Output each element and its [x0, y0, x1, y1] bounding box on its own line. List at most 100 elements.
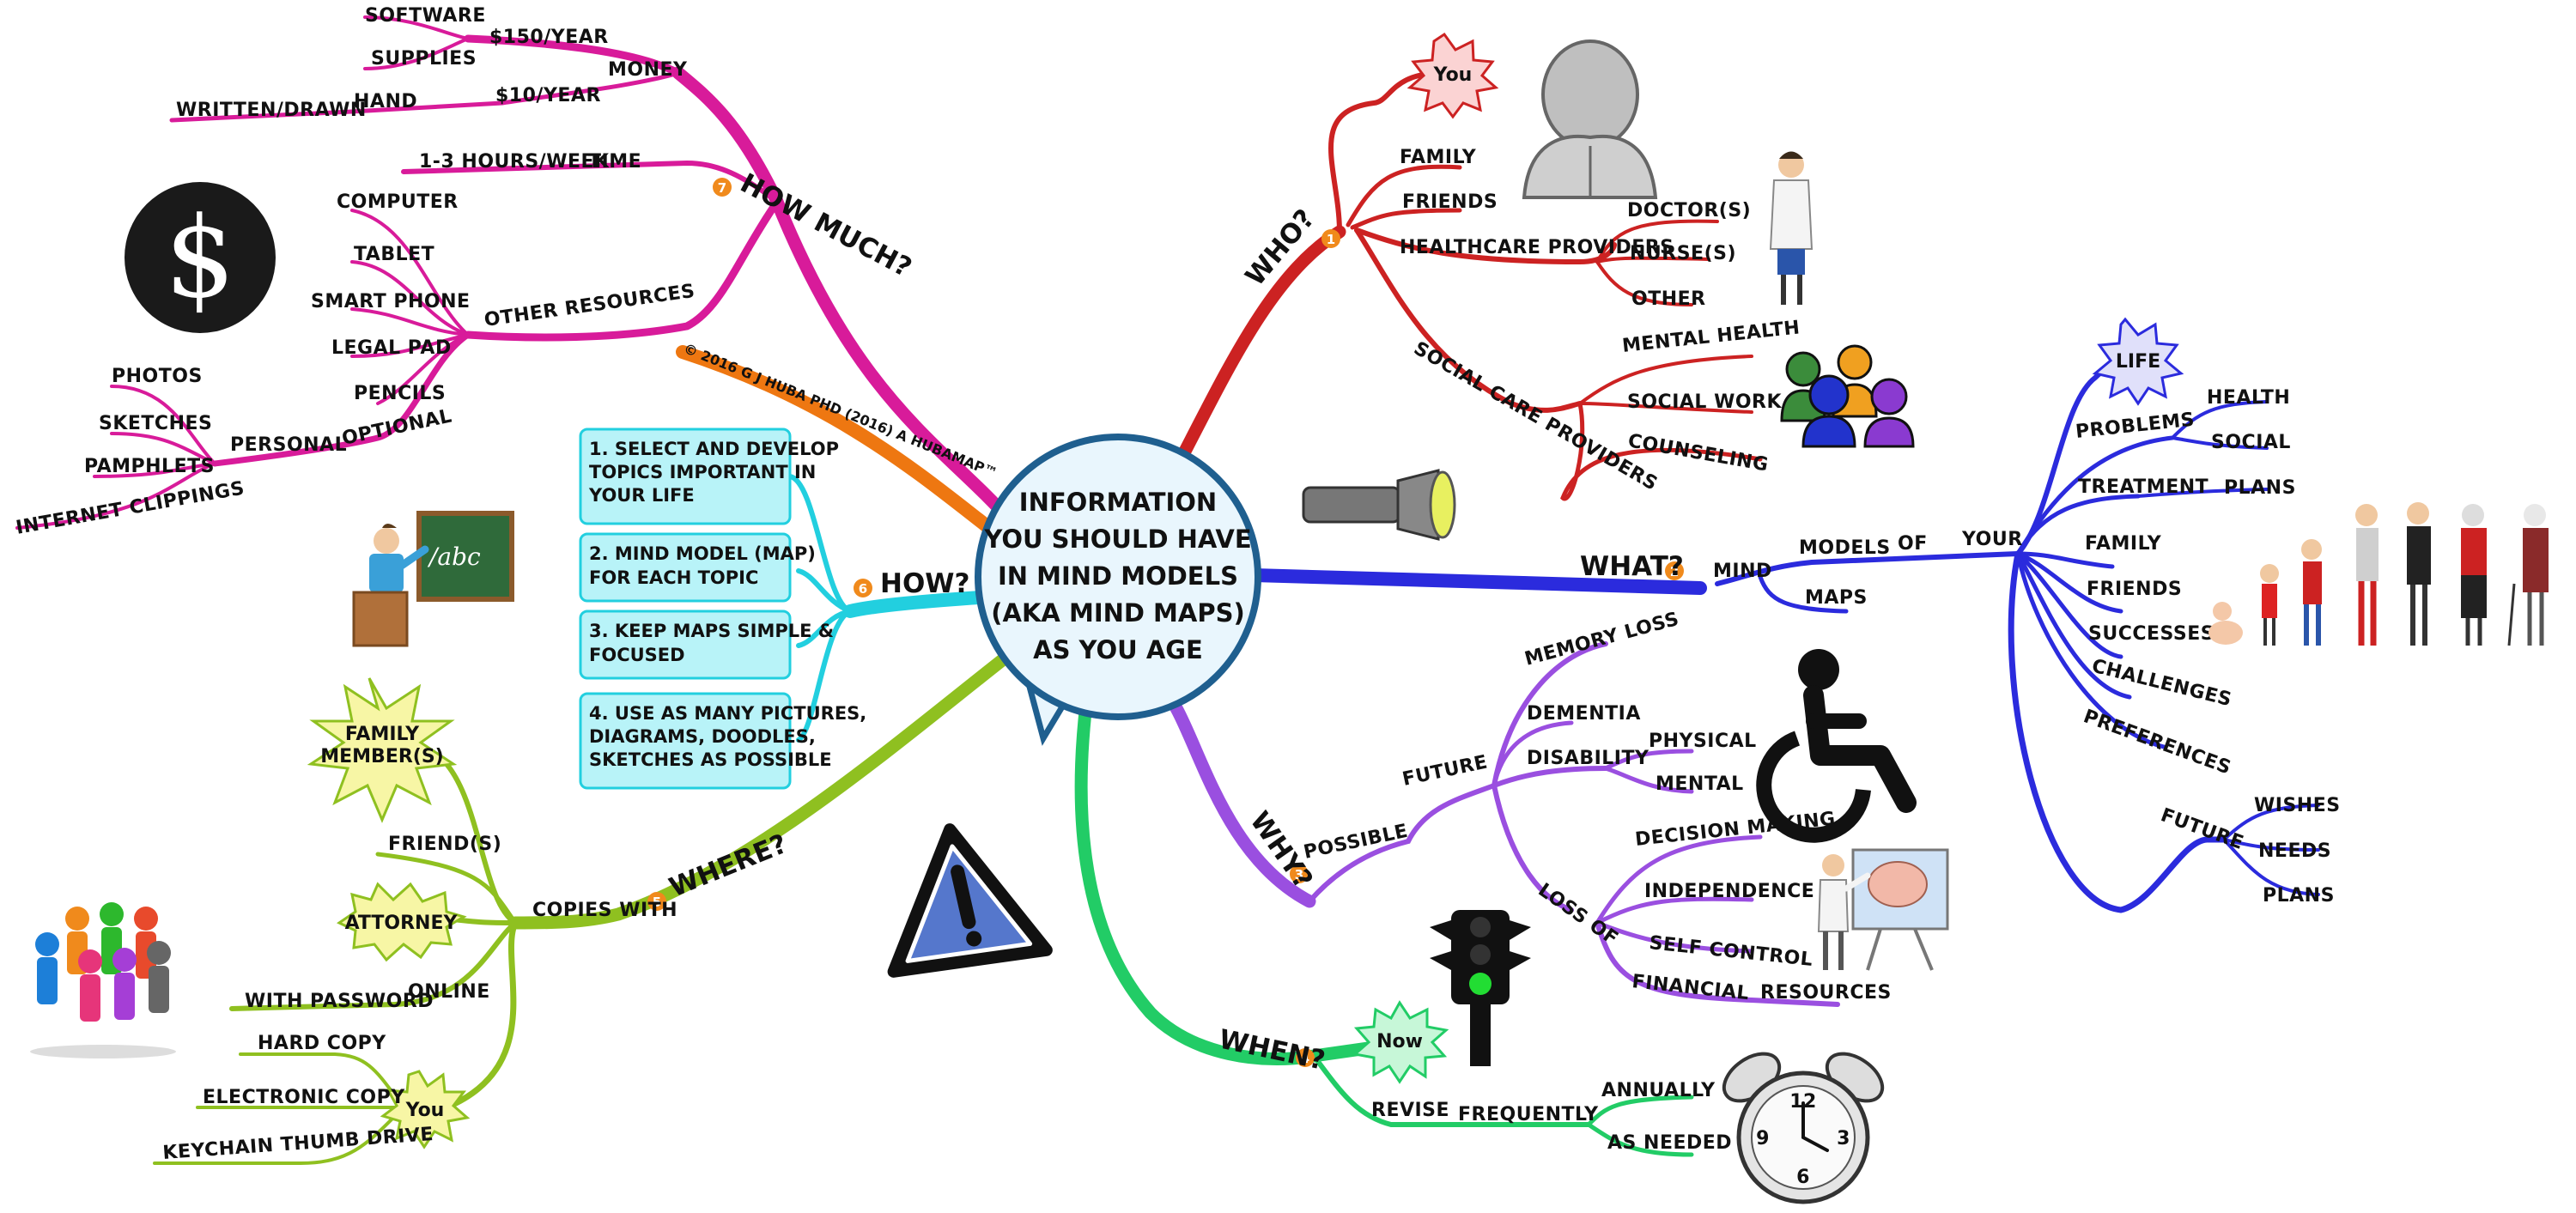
when-label: WHEN? [1216, 1024, 1327, 1077]
svg-text:YOUR LIFE: YOUR LIFE [588, 485, 695, 506]
as-needed-label: AS NEEDED [1607, 1132, 1732, 1154]
online-label: ONLINE [408, 981, 490, 1003]
how-box-1: 1. SELECT AND DEVELOP TOPICS IMPORTANT I… [579, 428, 839, 525]
svg-text:1. SELECT AND DEVELOP: 1. SELECT AND DEVELOP [589, 439, 839, 459]
svg-text:MEMBER(S): MEMBER(S) [320, 746, 444, 767]
needs-label: NEEDS [2258, 840, 2331, 862]
tablet-label: TABLET [354, 244, 434, 265]
svg-text:SKETCHES AS POSSIBLE: SKETCHES AS POSSIBLE [589, 749, 832, 770]
how-much-branch-lines [15, 15, 1016, 530]
center-line-5: AS YOU AGE [1033, 635, 1203, 664]
how-box-2: 2. MIND MODEL (MAP) FOR EACH TOPIC [579, 532, 816, 603]
svg-text:LIFE: LIFE [2116, 351, 2160, 373]
wishes-label: WISHES [2254, 795, 2341, 816]
center-line-2: YOU SHOULD HAVE [983, 525, 1251, 554]
future-label: FUTURE [1400, 751, 1490, 790]
friends-label: FRIEND(S) [388, 834, 501, 855]
how-branch-lines [787, 474, 999, 743]
sketches-label: SKETCHES [99, 413, 212, 434]
presenter-brain-icon [1817, 848, 1949, 971]
computer-label: COMPUTER [337, 191, 459, 213]
badge-what: 2 [1665, 561, 1684, 580]
memory-loss-label: MEMORY LOSS [1522, 609, 1681, 670]
internet-clippings-label: INTERNET CLIPPINGS [15, 477, 246, 538]
how-box-3: 3. KEEP MAPS SIMPLE & FOCUSED [579, 610, 834, 680]
family-ages-icon [2208, 502, 2549, 646]
time-label: TIME [588, 151, 641, 173]
people-group-icon [1780, 344, 1915, 448]
teacher-icon: /abc [352, 511, 514, 647]
other-resources-label: OTHER RESOURCES [483, 281, 696, 331]
family-members-burst: FAMILY MEMBER(S) [307, 677, 458, 823]
you-burst-where: You [380, 1070, 471, 1149]
plans-label: PLANS [2224, 477, 2296, 499]
doctors-label: DOCTOR(S) [1627, 200, 1751, 221]
svg-text:3: 3 [1295, 867, 1303, 882]
friends-label: FRIENDS [2087, 579, 2182, 600]
future-what-label: FUTURE [2158, 804, 2246, 854]
svg-text:/abc: /abc [427, 543, 481, 571]
written-drawn-label: WRITTEN/DRAWN [176, 100, 367, 121]
loss-of-label: LOSS OF [1534, 879, 1622, 949]
physical-label: PHYSICAL [1649, 731, 1757, 752]
price-150-label: $150/YEAR [489, 27, 609, 48]
health-label: HEALTH [2207, 387, 2290, 409]
why-branch-lines [1170, 641, 1840, 1007]
svg-text:$: $ [165, 192, 236, 323]
warning-sign-icon [887, 823, 1053, 978]
healthcare-label: HEALTHCARE PROVIDERS [1400, 237, 1674, 258]
frequently-label: FREQUENTLY [1458, 1104, 1599, 1125]
life-burst: LIFE [2092, 317, 2184, 406]
person-icon [1522, 39, 1658, 199]
svg-text:FAMILY: FAMILY [345, 724, 420, 745]
svg-text:FOCUSED: FOCUSED [589, 645, 685, 665]
keychain-label: KEYCHAIN THUMB DRIVE [162, 1124, 434, 1164]
dementia-label: DEMENTIA [1527, 703, 1641, 725]
branch-lines [15, 15, 2320, 1165]
wheelchair-icon [1756, 649, 1917, 843]
who-branch-lines [1170, 70, 1763, 501]
mind-label: MIND [1713, 561, 1772, 582]
badge-who: 1 [1321, 229, 1340, 248]
social-work-label: SOCIAL WORK [1627, 391, 1782, 413]
pamphlets-label: PAMPHLETS [84, 456, 215, 477]
hand-label: HAND [354, 91, 417, 112]
svg-text:3: 3 [1837, 1128, 1850, 1149]
where-items: FAMILY MEMBER(S) FRIEND(S) ATTORNEY COPI… [162, 677, 677, 1164]
svg-text:2. MIND MODEL (MAP): 2. MIND MODEL (MAP) [589, 543, 816, 564]
personal-label: PERSONAL [230, 434, 347, 456]
your-label: YOUR [1961, 529, 2023, 550]
svg-text:2: 2 [1670, 564, 1679, 579]
svg-text:1: 1 [1327, 232, 1335, 247]
legal-pad-label: LEGAL PAD [331, 337, 452, 359]
badge-how-much: 7 [713, 178, 732, 197]
svg-text:You: You [405, 1100, 445, 1121]
resources-label: RESOURCES [1760, 982, 1892, 1004]
svg-text:4: 4 [1301, 1051, 1309, 1066]
center-line-1: INFORMATION [1019, 488, 1217, 517]
optional-label: OPTIONAL [340, 405, 454, 450]
traffic-light-icon [1430, 910, 1531, 1066]
center-line-4: (AKA MIND MAPS) [991, 598, 1245, 628]
preferences-label: PREFERENCES [2081, 706, 2234, 779]
how-box-4: 4. USE AS MANY PICTURES, DIAGRAMS, DOODL… [579, 692, 866, 790]
financial-label: FINANCIAL [1631, 971, 1750, 1004]
of-label: OF [1898, 533, 1928, 555]
future-plans-label: PLANS [2263, 885, 2335, 907]
how-boxes: 1. SELECT AND DEVELOP TOPICS IMPORTANT I… [579, 428, 866, 790]
hard-copy-label: HARD COPY [258, 1033, 386, 1054]
revise-label: REVISE [1371, 1100, 1449, 1121]
svg-text:9: 9 [1756, 1128, 1770, 1149]
disability-label: DISABILITY [1527, 748, 1649, 769]
when-branch-lines [1074, 697, 1694, 1157]
social-care-label: SOCIAL CARE PROVIDERS [1410, 338, 1662, 495]
you-burst-who: You [1406, 32, 1499, 119]
svg-text:7: 7 [718, 180, 726, 196]
svg-text:6: 6 [859, 581, 867, 597]
attorney-burst: ATTORNEY [336, 882, 467, 962]
svg-text:ATTORNEY: ATTORNEY [345, 913, 459, 934]
with-password-label: WITH PASSWORD [245, 991, 434, 1012]
family-who-label: FAMILY [1400, 147, 1477, 168]
software-label: SOFTWARE [365, 5, 486, 27]
